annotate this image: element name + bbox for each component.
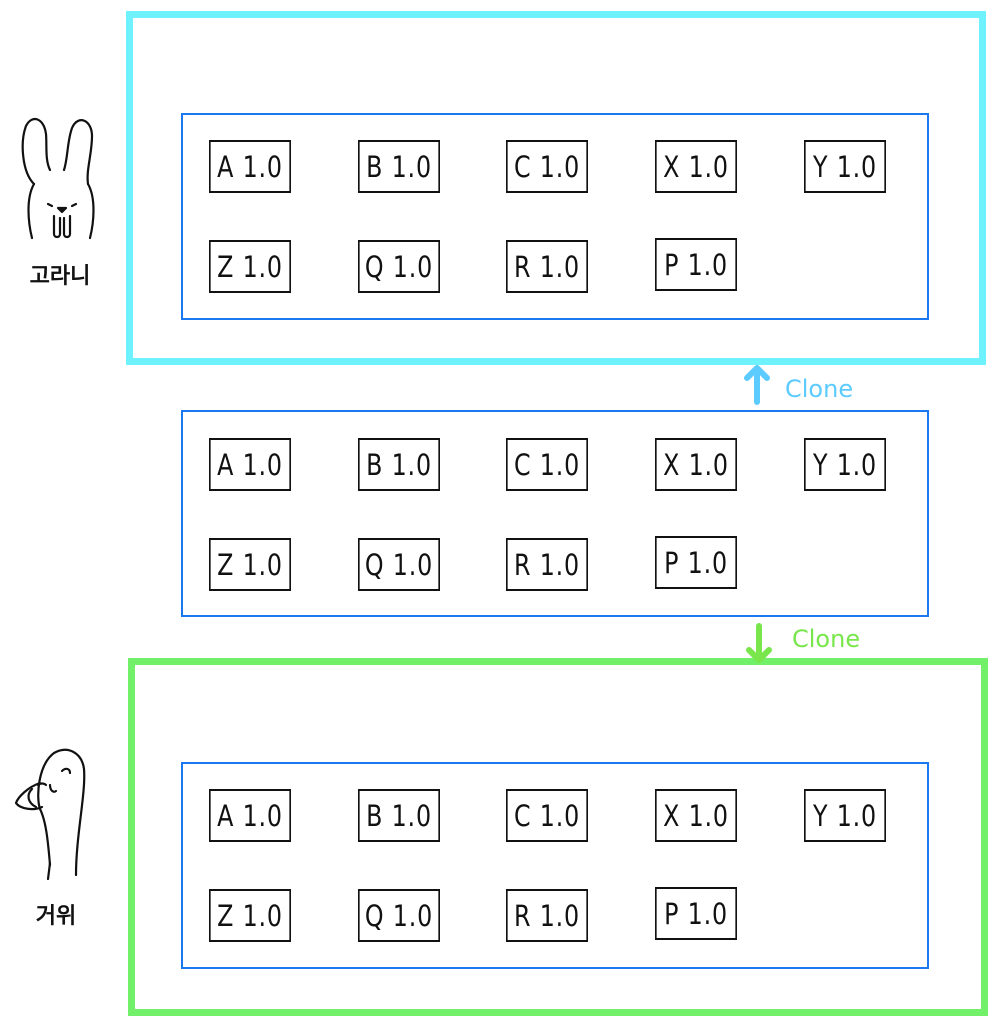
bottom-frame <box>128 658 988 1016</box>
card-a: A 1.0 <box>209 140 291 193</box>
rabbit-doodle-icon <box>21 117 95 240</box>
card-a: A 1.0 <box>209 789 291 842</box>
top-panel: A 1.0 B 1.0 C 1.0 X 1.0 Υ 1.0 Z 1.0 Q 1.… <box>181 113 929 320</box>
card-x: X 1.0 <box>655 789 737 842</box>
card-z: Z 1.0 <box>209 889 291 942</box>
card-y: Υ 1.0 <box>804 438 886 491</box>
card-r: R 1.0 <box>506 240 588 293</box>
clone-down-arrow-icon <box>746 623 772 663</box>
card-b: B 1.0 <box>358 140 440 193</box>
card-y: Υ 1.0 <box>804 789 886 842</box>
card-p: P 1.0 <box>655 887 737 940</box>
card-z: Z 1.0 <box>209 538 291 591</box>
card-a: A 1.0 <box>209 438 291 491</box>
card-x: X 1.0 <box>655 438 737 491</box>
clone-up-label: Clone <box>785 375 854 403</box>
card-c: C 1.0 <box>506 438 588 491</box>
card-r: R 1.0 <box>506 889 588 942</box>
card-z: Z 1.0 <box>209 240 291 293</box>
bottom-panel: A 1.0 B 1.0 C 1.0 X 1.0 Υ 1.0 Z 1.0 Q 1.… <box>181 762 929 969</box>
card-c: C 1.0 <box>506 789 588 842</box>
clone-down-label: Clone <box>792 625 861 653</box>
top-frame <box>126 11 986 365</box>
card-y: Υ 1.0 <box>804 140 886 193</box>
goose-doodle-icon <box>14 748 86 881</box>
card-q: Q 1.0 <box>358 240 440 293</box>
middle-panel: A 1.0 B 1.0 C 1.0 X 1.0 Υ 1.0 Z 1.0 Q 1.… <box>181 410 929 617</box>
goose-label: 거위 <box>35 904 77 929</box>
card-p: P 1.0 <box>655 238 737 291</box>
card-x: X 1.0 <box>655 140 737 193</box>
card-q: Q 1.0 <box>358 889 440 942</box>
rabbit-label: 고라니 <box>29 264 91 289</box>
card-r: R 1.0 <box>506 538 588 591</box>
card-c: C 1.0 <box>506 140 588 193</box>
clone-up-arrow-icon <box>744 365 770 405</box>
card-b: B 1.0 <box>358 438 440 491</box>
card-b: B 1.0 <box>358 789 440 842</box>
card-q: Q 1.0 <box>358 538 440 591</box>
card-p: P 1.0 <box>655 536 737 589</box>
